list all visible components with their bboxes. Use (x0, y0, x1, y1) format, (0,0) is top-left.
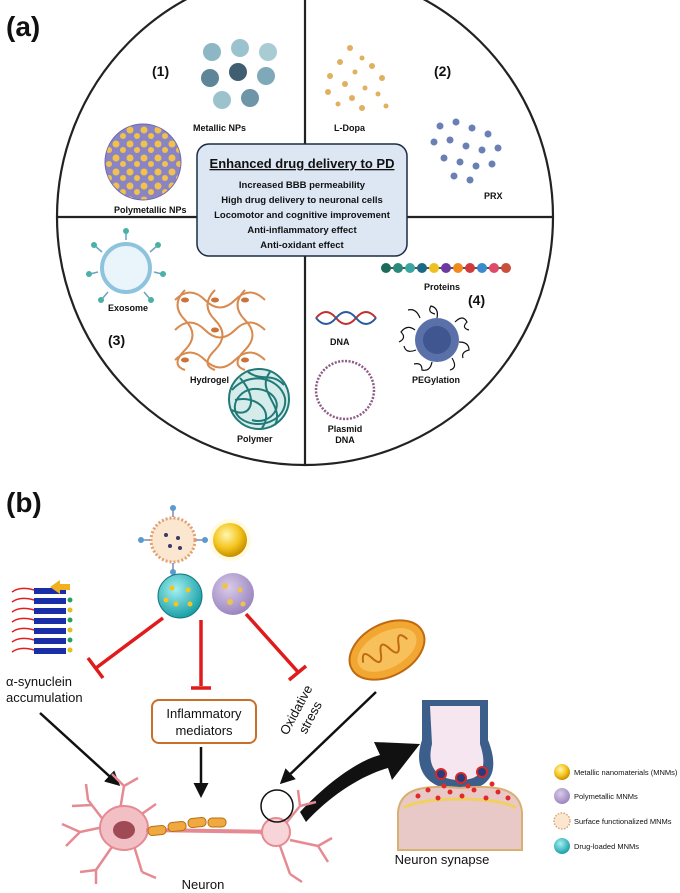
prx-icon (430, 118, 502, 184)
dna-icon (315, 311, 377, 325)
center-box: Enhanced drug delivery to PD Increased B… (196, 143, 408, 257)
prx-label: PRX (484, 191, 503, 201)
metallic-nps-icon (201, 39, 277, 109)
legend-item-drug-loaded: Drug-loaded MNMs (554, 838, 639, 854)
zoom-circle (260, 789, 294, 823)
surface-functionalized-mnm-icon (138, 505, 208, 575)
quadrant-3-label: (3) (108, 332, 125, 348)
plasmid-dna-icon (314, 359, 376, 421)
legend-item-metallic: Metallic nanomaterials (MNMs) (554, 764, 678, 780)
pegylation-label: PEGylation (412, 375, 460, 385)
legend-item-surface: Surface functionalized MNMs (553, 812, 672, 830)
metallic-mnm-icon (209, 519, 251, 561)
inhibit-ox-line (244, 612, 300, 674)
neuron-label: Neuron (182, 877, 225, 892)
ldopa-icon (325, 45, 389, 111)
oxidative-stress-label: Oxidative stress (277, 682, 325, 737)
arrow-asyn-to-neuron (39, 712, 121, 787)
proteins-icon (381, 263, 511, 273)
panel-a-label: (a) (6, 11, 40, 42)
plasmid-label-2: DNA (335, 435, 355, 445)
quadrant-2-label: (2) (434, 63, 451, 79)
legend-label-surface: Surface functionalized MNMs (574, 817, 672, 826)
pegylation-icon (398, 305, 470, 371)
inflammatory-mediators-box: Inflammatory mediators (151, 699, 257, 744)
arrow-ox-to-neuron (279, 691, 377, 785)
center-line-4: Anti-inflammatory effect (247, 225, 357, 236)
inhibit-asyn-line (94, 616, 165, 670)
ldopa-label: L-Dopa (334, 123, 366, 133)
synapse-label: Neuron synapse (395, 852, 490, 867)
exosome-label: Exosome (108, 303, 148, 313)
alpha-synuclein-fibril-icon (11, 580, 73, 654)
center-line-3: Locomotor and cognitive improvement (214, 210, 391, 221)
metallic-nps-label: Metallic NPs (193, 123, 246, 133)
legend-label-metallic: Metallic nanomaterials (MNMs) (574, 768, 678, 777)
hydrogel-icon (174, 289, 266, 371)
neuron-icon (61, 773, 333, 884)
legend: Metallic nanomaterials (MNMs) Polymetall… (553, 764, 678, 854)
center-line-5: Anti-oxidant effect (260, 240, 344, 251)
proteins-label: Proteins (424, 282, 460, 292)
dna-label: DNA (330, 337, 350, 347)
legend-item-polymetallic: Polymetallic MNMs (554, 788, 638, 804)
quadrant-1-label: (1) (152, 63, 169, 79)
inflam-label-2: mediators (175, 723, 233, 738)
hydrogel-label: Hydrogel (190, 375, 229, 385)
panel-b-label: (b) (6, 487, 42, 518)
polymetallic-mnm-icon (212, 573, 254, 615)
polymetallic-nps-icon (104, 123, 182, 201)
center-line-1: Increased BBB permeability (239, 180, 366, 191)
legend-label-drug-loaded: Drug-loaded MNMs (574, 842, 639, 851)
inflam-label-1: Inflammatory (166, 706, 242, 721)
zoom-arrow (300, 742, 420, 822)
center-line-2: High drug delivery to neuronal cells (221, 195, 383, 206)
polymetallic-nps-label: Polymetallic NPs (114, 205, 187, 215)
drug-loaded-mnm-icon (157, 573, 203, 619)
quadrant-4-label: (4) (468, 292, 485, 308)
inhibit-ox-bar (287, 664, 308, 682)
neuron-synapse-icon (397, 700, 523, 851)
polymer-label: Polymer (237, 434, 273, 444)
legend-label-polymetallic: Polymetallic MNMs (574, 792, 638, 801)
plasmid-label-1: Plasmid (328, 424, 363, 434)
asyn-label-1: α-synuclein (6, 674, 72, 689)
inhibit-asyn-bar (86, 656, 105, 680)
mitochondrion-icon (348, 619, 426, 681)
center-title: Enhanced drug delivery to PD (210, 156, 395, 171)
black-arrows (39, 691, 377, 798)
asyn-label-2: accumulation (6, 690, 83, 705)
exosome-icon (86, 228, 166, 303)
inhibition-arrows (86, 612, 308, 690)
polymer-icon (228, 368, 290, 430)
